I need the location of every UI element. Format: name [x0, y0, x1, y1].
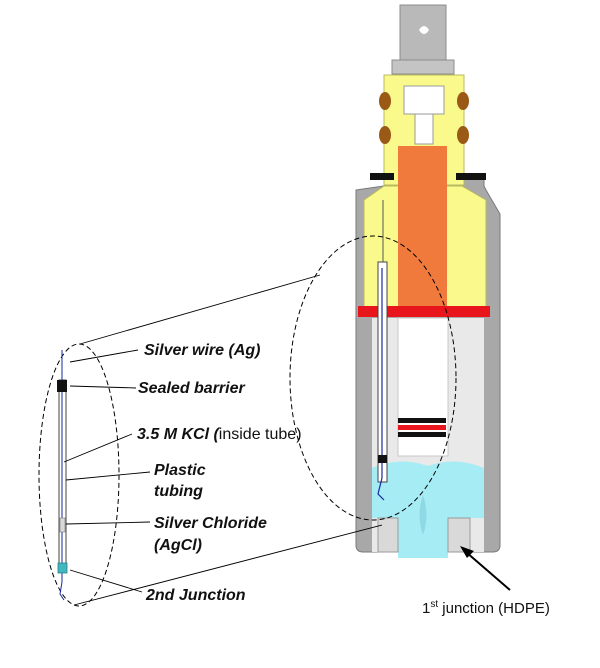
- red-separator-band: [358, 306, 490, 317]
- internal-reference-wire: [377, 200, 388, 501]
- gasket-right: [456, 173, 486, 180]
- hdpe-block-right: [447, 517, 471, 553]
- label-first-junction-num: 1: [422, 600, 431, 617]
- connector-cap: [391, 4, 455, 75]
- label-plastic-tubing-line2: tubing: [154, 483, 203, 500]
- label-second-junction: 2nd Junction: [146, 587, 246, 604]
- hdpe-block-left: [377, 517, 399, 553]
- leader-lines: [63, 349, 151, 593]
- first-junction-arrow: [460, 546, 511, 591]
- label-first-junction: 1st junction (HDPE): [422, 596, 550, 618]
- detail-probe: [57, 350, 68, 601]
- projection-line-top: [79, 274, 321, 345]
- zoom-ellipse-small: [38, 343, 120, 607]
- label-silver-chloride-line1: Silver Chloride: [154, 515, 267, 532]
- kcl-fill: [372, 461, 484, 518]
- label-kcl-main: 3.5 M KCl (: [137, 426, 219, 443]
- electrolyte-drop: [419, 495, 427, 535]
- projection-line-bottom: [73, 524, 383, 606]
- label-silver-chloride-line2: (AgCl): [154, 537, 202, 554]
- orange-inner-cylinder: [398, 146, 447, 306]
- gasket-left: [370, 173, 394, 180]
- label-sealed-barrier: Sealed barrier: [138, 380, 245, 397]
- label-silver-wire: Silver wire (Ag): [144, 342, 261, 359]
- inner-barrier: [398, 418, 446, 437]
- label-kcl: 3.5 M KCl (inside tube): [137, 425, 302, 445]
- label-plastic-tubing-line1: Plastic: [154, 462, 206, 479]
- o-ring-bumps: [379, 92, 469, 144]
- label-first-junction-rest: junction (HDPE): [438, 600, 550, 617]
- zoom-ellipse-large: [289, 235, 457, 521]
- label-kcl-close: ): [296, 426, 302, 443]
- label-kcl-inside: inside tube: [218, 426, 297, 443]
- label-first-junction-sup: st: [430, 599, 439, 610]
